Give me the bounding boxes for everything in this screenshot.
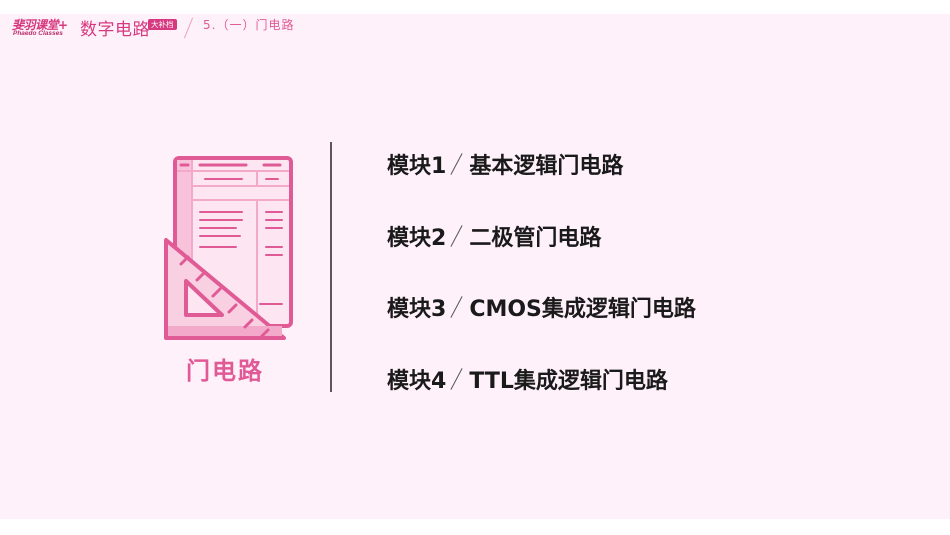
- breadcrumb: 5.（一）门电路: [203, 18, 295, 32]
- document-with-set-square-icon: [160, 154, 300, 346]
- header-separator: [183, 17, 194, 39]
- module-item-3[interactable]: 模块3 CMOS集成逻辑门电路: [387, 291, 696, 323]
- edition-badge: 大补档: [148, 19, 177, 30]
- slash-separator: [450, 368, 463, 390]
- vertical-divider: [330, 142, 332, 392]
- brand-name-cn: 斐羽课堂+: [12, 18, 68, 32]
- module-item-4[interactable]: 模块4 TTL集成逻辑门电路: [387, 363, 668, 395]
- brand-logo: 斐羽课堂+ Phaedo Classes: [12, 16, 76, 40]
- module-title: 二极管门电路: [469, 226, 602, 251]
- module-prefix: 模块1: [387, 154, 447, 179]
- module-title: 基本逻辑门电路: [469, 154, 624, 179]
- course-title: 数字电路: [80, 20, 150, 40]
- slide: 斐羽课堂+ Phaedo Classes 数字电路 大补档 5.（一）门电路: [0, 14, 950, 519]
- module-item-1[interactable]: 模块1 基本逻辑门电路: [387, 148, 623, 180]
- module-prefix: 模块2: [387, 226, 447, 251]
- slash-separator: [450, 296, 463, 318]
- slash-separator: [450, 153, 463, 175]
- module-prefix: 模块3: [387, 297, 447, 322]
- slide-header: 斐羽课堂+ Phaedo Classes 数字电路 大补档 5.（一）门电路: [0, 14, 950, 44]
- module-title: CMOS集成逻辑门电路: [469, 297, 696, 322]
- slash-separator: [450, 225, 463, 247]
- brand-name-en: Phaedo Classes: [13, 30, 63, 37]
- module-item-2[interactable]: 模块2 二极管门电路: [387, 220, 601, 252]
- module-title: TTL集成逻辑门电路: [469, 369, 668, 394]
- module-prefix: 模块4: [387, 369, 447, 394]
- section-title: 门电路: [186, 357, 264, 385]
